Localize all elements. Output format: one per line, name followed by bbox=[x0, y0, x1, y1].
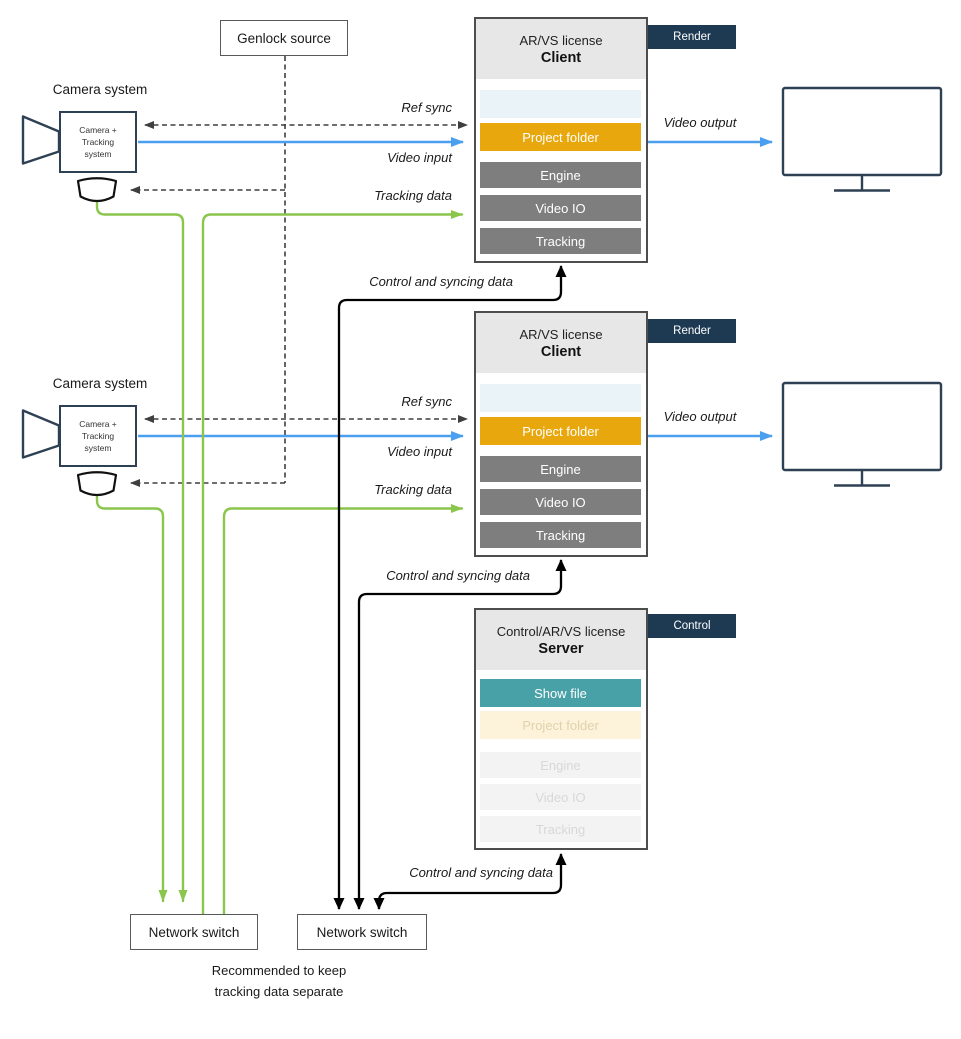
tracking-bar: Tracking bbox=[480, 522, 641, 548]
camera-device-box-1: Camera + Tracking system bbox=[59, 111, 137, 173]
video-input-label-2: Video input bbox=[387, 444, 452, 459]
client-box-2: AR/VS license Client Project folder Engi… bbox=[474, 311, 648, 557]
video-io-bar-faded: Video IO bbox=[480, 784, 641, 810]
control-client2-switch bbox=[353, 559, 567, 910]
server-header: Control/AR/VS license Server bbox=[476, 610, 646, 670]
client-role-label: Client bbox=[540, 49, 582, 66]
blank-module-bar bbox=[480, 90, 641, 118]
camera-system-title-2: Camera system bbox=[52, 376, 148, 391]
ref-sync-label-1: Ref sync bbox=[401, 100, 452, 115]
server-box: Control/AR/VS license Server Show file P… bbox=[474, 608, 648, 850]
tracking-bar: Tracking bbox=[480, 228, 641, 254]
monitor-icon-2 bbox=[781, 381, 943, 472]
tracking-cam1-to-switch bbox=[95, 198, 188, 903]
video-io-bar: Video IO bbox=[480, 195, 641, 221]
project-folder-bar: Project folder bbox=[480, 123, 641, 151]
tracking-cam2-to-switch bbox=[95, 492, 168, 903]
tracking-data-label-1: Tracking data bbox=[374, 188, 452, 203]
camera-device-line: system bbox=[84, 443, 112, 454]
engine-bar: Engine bbox=[480, 162, 641, 188]
camera-device-box-2: Camera + Tracking system bbox=[59, 405, 137, 467]
project-folder-bar-faded: Project folder bbox=[480, 711, 641, 739]
tracking-switch-to-client2 bbox=[222, 504, 464, 916]
ref-sync-label-2: Ref sync bbox=[401, 394, 452, 409]
control-syncing-label-2: Control and syncing data bbox=[386, 568, 530, 583]
render-tag-1: Render bbox=[648, 25, 736, 49]
client-license-label: AR/VS license bbox=[519, 326, 603, 342]
tracking-sensor-icon-2 bbox=[76, 471, 118, 497]
tracking-switch-to-client1 bbox=[201, 210, 464, 916]
client-header-2: AR/VS license Client bbox=[476, 313, 646, 373]
video-input-label-1: Video input bbox=[387, 150, 452, 165]
client-license-label: AR/VS license bbox=[519, 32, 603, 48]
tracking-bar-faded: Tracking bbox=[480, 816, 641, 842]
tracking-note: Recommended to keep tracking data separa… bbox=[189, 961, 369, 1003]
project-folder-bar: Project folder bbox=[480, 417, 641, 445]
client-role-label: Client bbox=[540, 343, 582, 360]
client-header-1: AR/VS license Client bbox=[476, 19, 646, 79]
server-license-label: Control/AR/VS license bbox=[496, 623, 626, 639]
server-role-label: Server bbox=[538, 640, 584, 657]
control-syncing-label-1: Control and syncing data bbox=[369, 274, 513, 289]
control-syncing-label-3: Control and syncing data bbox=[409, 865, 553, 880]
network-switch-tracking: Network switch bbox=[130, 914, 258, 950]
monitor-stand-1 bbox=[834, 175, 890, 192]
control-client1-switch bbox=[333, 265, 567, 910]
camera-device-line: Camera + bbox=[79, 418, 117, 429]
control-tag: Control bbox=[648, 614, 736, 638]
tracking-note-line1: Recommended to keep bbox=[211, 963, 347, 978]
monitor-icon-1 bbox=[781, 86, 943, 177]
tracking-note-line2: tracking data separate bbox=[214, 983, 344, 999]
blank-module-bar bbox=[480, 384, 641, 412]
camera-device-line: Tracking bbox=[81, 136, 115, 147]
network-switch-label: Network switch bbox=[316, 924, 408, 940]
genlock-source-label: Genlock source bbox=[237, 30, 331, 46]
camera-device-line: system bbox=[84, 149, 112, 160]
network-switch-label: Network switch bbox=[148, 924, 240, 940]
show-file-bar: Show file bbox=[480, 679, 641, 707]
camera-lens-icon-2 bbox=[21, 409, 61, 459]
network-switch-control: Network switch bbox=[297, 914, 427, 950]
client-box-1: AR/VS license Client Project folder Engi… bbox=[474, 17, 648, 263]
camera-device-line: Tracking bbox=[81, 430, 115, 441]
video-output-label-2: Video output bbox=[663, 409, 737, 424]
render-tag-2: Render bbox=[648, 319, 736, 343]
control-server-switch bbox=[373, 853, 567, 910]
engine-bar-faded: Engine bbox=[480, 752, 641, 778]
monitor-stand-2 bbox=[834, 470, 890, 487]
tracking-sensor-icon-1 bbox=[76, 177, 118, 203]
camera-device-line: Camera + bbox=[79, 124, 117, 135]
tracking-data-label-2: Tracking data bbox=[374, 482, 452, 497]
video-output-label-1: Video output bbox=[663, 115, 737, 130]
video-io-bar: Video IO bbox=[480, 489, 641, 515]
camera-lens-icon-1 bbox=[21, 115, 61, 165]
camera-system-title-1: Camera system bbox=[52, 82, 148, 97]
genlock-source-box: Genlock source bbox=[220, 20, 348, 56]
engine-bar: Engine bbox=[480, 456, 641, 482]
